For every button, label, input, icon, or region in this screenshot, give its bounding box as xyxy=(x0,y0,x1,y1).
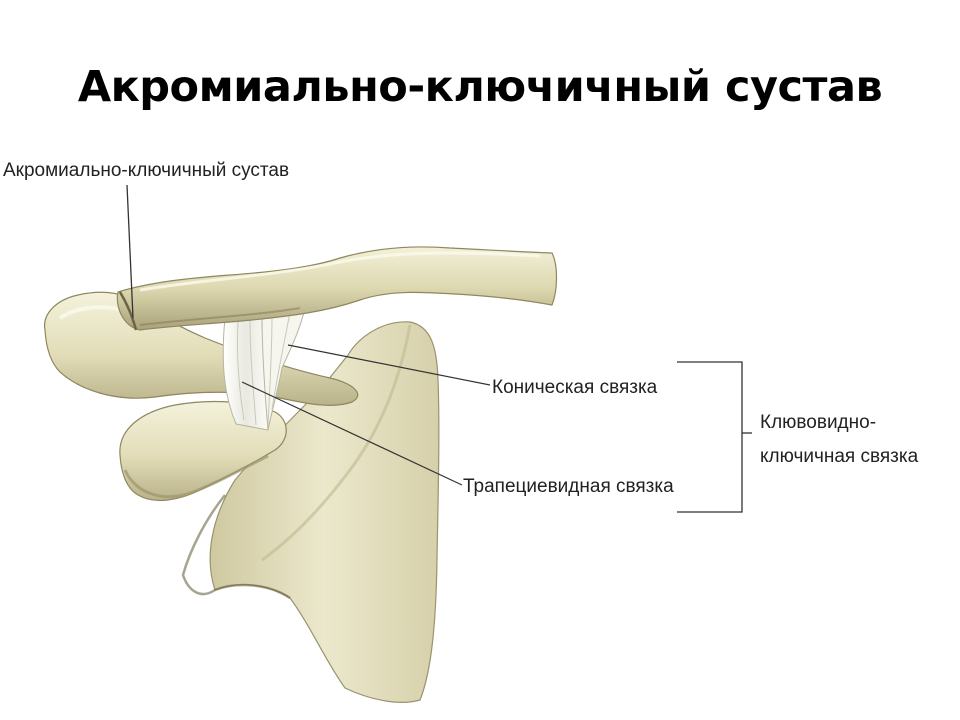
bracket xyxy=(677,361,743,513)
slide-title: Акромиально-ключичный сустав xyxy=(77,62,883,112)
label-coracoclavicular-line2: ключичная связка xyxy=(760,446,919,467)
scapula-edge-shadow xyxy=(181,494,291,600)
leader-line-trapezoid xyxy=(241,381,463,486)
label-trapezoid-ligament: Трапециевидная связка xyxy=(463,476,674,497)
ac-joint-gap xyxy=(118,291,138,331)
label-coracoclavicular-line1: Клювовидно- xyxy=(760,412,876,433)
clavicle xyxy=(116,246,558,331)
leader-line-conoid xyxy=(287,344,491,386)
clavicle-shadow-strip xyxy=(139,307,301,326)
coracoid-process xyxy=(119,400,287,501)
label-joint: Акромиально-ключичный сустав xyxy=(3,160,289,181)
ligament-fiber-lines xyxy=(236,311,291,426)
coracoid-underside xyxy=(123,454,269,499)
conoid-ligament xyxy=(261,307,306,431)
clavicle-top-highlight xyxy=(139,251,541,292)
leader-line-joint xyxy=(126,184,134,319)
scapula-inner-ridge xyxy=(261,324,412,562)
label-conoid-ligament: Коническая связка xyxy=(492,377,658,398)
